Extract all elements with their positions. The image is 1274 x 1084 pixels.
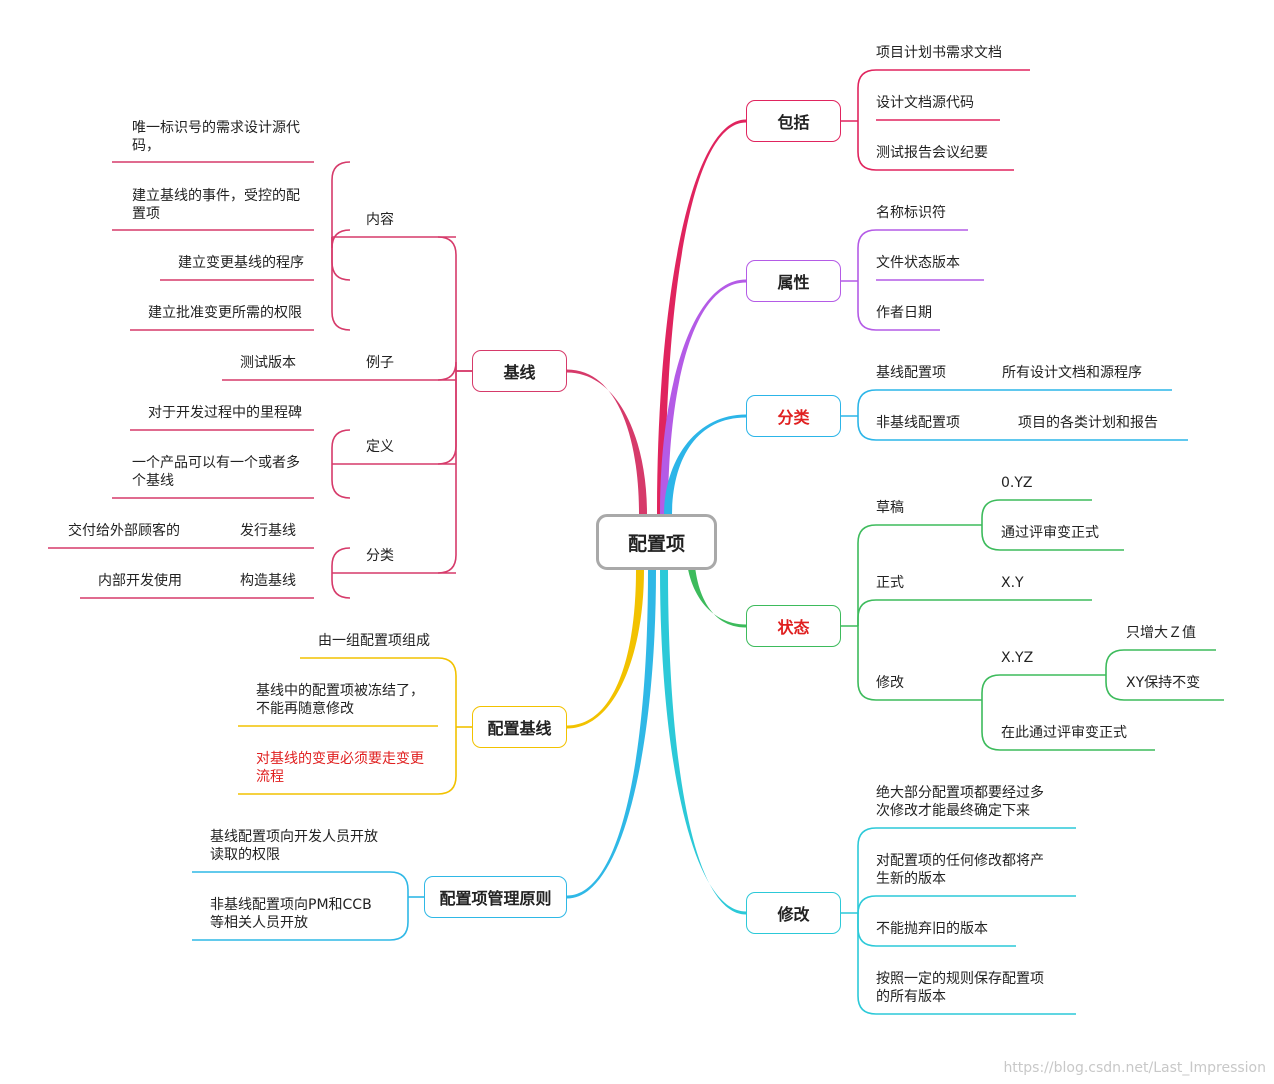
neirong-item: 建立基线的事件，受控的配置项	[132, 188, 300, 222]
shuxing-item: 名称标识符	[876, 205, 946, 221]
yuanze-item: 基线配置项向开发人员开放读取的权限	[210, 829, 378, 863]
jixian-fenlei-name: 发行基线	[240, 523, 296, 539]
fenlei-detail: 所有设计文档和源程序	[1002, 365, 1142, 381]
connector	[331, 547, 351, 573]
zhuangtai-xiugai: 修改	[876, 675, 904, 691]
jixian-lizi: 例子	[366, 355, 394, 371]
connector	[857, 913, 877, 1015]
connector	[331, 237, 351, 281]
branch-fenlei[interactable]: 分类	[746, 395, 841, 437]
baokuo-item: 项目计划书需求文档	[876, 45, 1002, 61]
connector	[857, 281, 877, 331]
main-branch-line	[660, 570, 746, 915]
central-topic[interactable]: 配置项	[596, 514, 717, 570]
connector	[389, 897, 409, 941]
fenlei-name: 基线配置项	[876, 365, 946, 381]
connector	[857, 229, 877, 281]
connector	[437, 371, 457, 465]
connector	[437, 727, 457, 795]
branch-peizhijixian[interactable]: 配置基线	[472, 706, 567, 748]
xiugai-item: 按照一定的规则保存配置项的所有版本	[876, 971, 1044, 1005]
branch-baokuo[interactable]: 包括	[746, 100, 841, 142]
neirong-item: 建立批准变更所需的权限	[148, 305, 302, 321]
connector	[857, 69, 877, 121]
dingyi-item: 一个产品可以有一个或者多个基线	[132, 455, 300, 489]
baokuo-item: 设计文档源代码	[876, 95, 974, 111]
connector	[857, 827, 877, 913]
xiugai-xy-rule: XY保持不变	[1126, 675, 1201, 691]
caogao-review: 通过评审变正式	[1001, 525, 1099, 541]
main-branch-line	[567, 369, 647, 514]
neirong-item: 建立变更基线的程序	[178, 255, 304, 271]
baokuo-item: 测试报告会议纪要	[876, 145, 988, 161]
connector	[981, 674, 1001, 700]
connector	[1105, 649, 1125, 675]
jixian-fenlei-detail: 交付给外部顾客的	[68, 523, 180, 539]
connector	[437, 371, 457, 574]
connector	[857, 121, 877, 171]
branch-yuanze[interactable]: 配置项管理原则	[424, 876, 567, 918]
xiugai-z-rule: 只增大Ｚ值	[1126, 625, 1196, 641]
connector	[331, 573, 351, 599]
dingyi-item: 对于开发过程中的里程碑	[148, 405, 302, 421]
shuxing-item: 作者日期	[876, 305, 932, 321]
connector	[331, 237, 351, 331]
xiugai-item: 绝大部分配置项都要经过多次修改才能最终确定下来	[876, 785, 1044, 819]
zhengshi-version: X.Y	[1001, 575, 1024, 591]
jixian-fenlei: 分类	[366, 548, 394, 564]
connector	[981, 525, 1001, 551]
jixian-fenlei-detail: 内部开发使用	[98, 573, 182, 589]
connector	[389, 871, 409, 897]
branch-shuxing[interactable]: 属性	[746, 260, 841, 302]
connector	[331, 429, 351, 464]
jixian-fenlei-name: 构造基线	[240, 573, 296, 589]
neirong-item: 唯一标识号的需求设计源代码，	[132, 120, 300, 154]
connector	[857, 626, 877, 701]
peizhijixian-item: 基线中的配置项被冻结了，不能再随意修改	[256, 683, 424, 717]
connector	[331, 229, 351, 249]
branch-zhuangtai[interactable]: 状态	[746, 605, 841, 647]
connector	[1105, 675, 1125, 701]
connector	[437, 236, 457, 371]
main-branch-line	[664, 414, 746, 516]
main-branch-line	[567, 570, 644, 729]
peizhijixian-item: 由一组配置项组成	[318, 633, 430, 649]
main-branch-line	[657, 119, 746, 514]
zhuangtai-caogao: 草稿	[876, 500, 904, 516]
caogao-version: 0.YZ	[1001, 475, 1033, 491]
connector	[437, 361, 457, 381]
jixian-neirong: 内容	[366, 212, 394, 228]
peizhijixian-item-emphasis: 对基线的变更必须要走变更流程	[256, 751, 424, 785]
connector	[331, 161, 351, 237]
branch-jixian[interactable]: 基线	[472, 350, 567, 392]
connector	[857, 895, 877, 915]
connector	[857, 599, 877, 626]
zhuangtai-zhengshi: 正式	[876, 575, 904, 591]
xiugai-review: 在此通过评审变正式	[1001, 725, 1127, 741]
xiugai-item: 不能抛弃旧的版本	[876, 921, 988, 937]
connector	[981, 499, 1001, 525]
connector	[981, 700, 1001, 751]
xiugai-version: X.YZ	[1001, 650, 1034, 666]
connector	[857, 416, 877, 441]
fenlei-name: 非基线配置项	[876, 415, 960, 431]
xiugai-item: 对配置项的任何修改都将产生新的版本	[876, 853, 1044, 887]
branch-xiugai[interactable]: 修改	[746, 892, 841, 934]
connector	[331, 464, 351, 499]
watermark: https://blog.csdn.net/Last_Impression	[1003, 1060, 1266, 1076]
jixian-dingyi: 定义	[366, 439, 394, 455]
main-branch-line	[567, 570, 656, 899]
connector	[857, 913, 877, 947]
fenlei-detail: 项目的各类计划和报告	[1018, 415, 1158, 431]
connector	[857, 389, 877, 416]
lizi-item: 测试版本	[240, 355, 296, 371]
shuxing-item: 文件状态版本	[876, 255, 960, 271]
connector	[857, 524, 877, 626]
connector	[437, 657, 457, 727]
